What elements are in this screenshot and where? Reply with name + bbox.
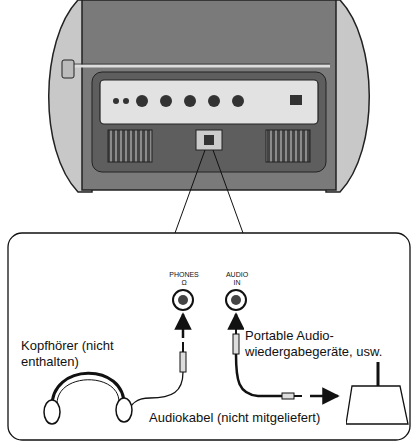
part-label: Kopfhörer (nicht enthalten) <box>20 338 134 370</box>
insert-arrow <box>182 314 185 338</box>
rear-panel <box>92 72 326 172</box>
audio-in-jack <box>226 290 246 310</box>
knob <box>136 95 148 107</box>
portable-player <box>346 386 408 424</box>
plug-body <box>233 334 239 354</box>
part-label: Audiokabel (nicht mitgeliefert) <box>148 410 346 426</box>
antenna-edge <box>74 64 330 65</box>
audio-cable <box>236 354 282 396</box>
jack <box>123 98 129 104</box>
speaker-grille <box>108 130 152 162</box>
connect-arrow <box>310 395 338 398</box>
jack-socket-hole <box>204 135 214 145</box>
switch <box>290 95 302 105</box>
speaker-grille <box>266 130 310 162</box>
knob <box>232 95 244 107</box>
player-antenna <box>377 362 380 386</box>
insert-arrow <box>235 314 238 322</box>
part-label: Portable Audio- wiedergabegeräte, usw. <box>244 328 401 360</box>
plug-body <box>282 393 294 399</box>
jack <box>113 98 119 104</box>
phones-jack-inner <box>178 295 188 305</box>
callout-line <box>213 150 243 233</box>
plug-body <box>180 352 186 372</box>
headphone-cord <box>128 372 183 414</box>
device-body <box>82 0 336 190</box>
jack-label: AUDIO IN <box>224 271 250 287</box>
knob <box>160 95 172 107</box>
knob <box>184 95 196 107</box>
headband <box>52 373 124 408</box>
jack-label: PHONES Ω <box>168 271 200 287</box>
knob <box>208 95 220 107</box>
plug-tip <box>235 326 237 334</box>
audio-in-jack-inner <box>231 295 241 305</box>
plug-tip <box>294 395 302 397</box>
callout-box <box>8 233 410 440</box>
ear-cup <box>44 400 60 424</box>
callout-line <box>175 150 205 233</box>
jack-socket <box>196 130 222 150</box>
phones-jack <box>173 290 193 310</box>
ear-cup <box>116 398 132 422</box>
headband-inner <box>57 380 119 404</box>
plug-tip <box>182 342 184 352</box>
antenna-base <box>62 60 74 78</box>
antenna <box>74 65 330 68</box>
control-strip <box>100 80 318 124</box>
